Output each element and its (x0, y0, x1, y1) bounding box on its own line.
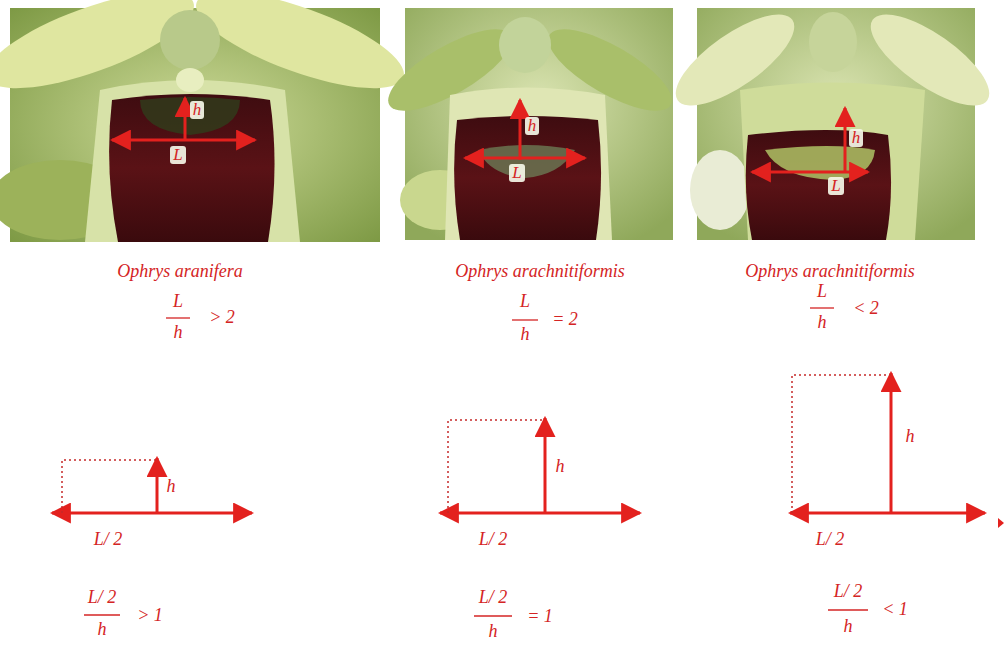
vector-label: L/ 2 (94, 530, 123, 550)
fraction-term: L/ 2 (88, 588, 117, 608)
fraction-bar (84, 308, 868, 616)
vector-label: h (167, 477, 176, 497)
fraction-term: h (489, 622, 498, 642)
orchid-photo (0, 0, 414, 242)
species-name: Ophrys arachnitiformis (745, 262, 915, 282)
fraction-term: L (520, 292, 530, 312)
photo-label: L (170, 146, 185, 165)
orchid-photo (377, 8, 682, 240)
vector-label: h (556, 457, 565, 477)
fraction-term: L (817, 282, 827, 302)
species-name: Ophrys arachnitiformis (455, 262, 625, 282)
ratio-value: = 2 (552, 310, 578, 330)
vector-diagram (790, 373, 1004, 528)
species-name: Ophrys aranifera (117, 262, 243, 282)
photo-label: L (509, 164, 524, 183)
photo-label: L (828, 177, 843, 196)
ratio-value: < 2 (853, 299, 879, 319)
photo-label: h (525, 117, 540, 136)
vector-label: L/ 2 (479, 530, 508, 550)
vector-label: L/ 2 (816, 530, 845, 550)
orchid-photo (663, 0, 1003, 240)
vector-label: h (906, 427, 915, 447)
fraction-term: L/ 2 (479, 588, 508, 608)
fraction-term: L/ 2 (834, 582, 863, 602)
photo-label: h (190, 101, 205, 120)
photo-label: h (849, 129, 864, 148)
ratio-value: > 1 (137, 606, 163, 626)
ratio-value: < 1 (882, 600, 908, 620)
fraction-term: h (98, 620, 107, 640)
ratio-value: > 2 (209, 308, 235, 328)
fraction-term: h (844, 617, 853, 637)
vector-diagram (52, 458, 252, 513)
vector-diagram (440, 418, 640, 513)
fraction-term: h (174, 323, 183, 343)
fraction-term: L (173, 292, 183, 312)
ratio-value: = 1 (527, 607, 553, 627)
fraction-term: h (818, 313, 827, 333)
fraction-term: h (521, 325, 530, 345)
